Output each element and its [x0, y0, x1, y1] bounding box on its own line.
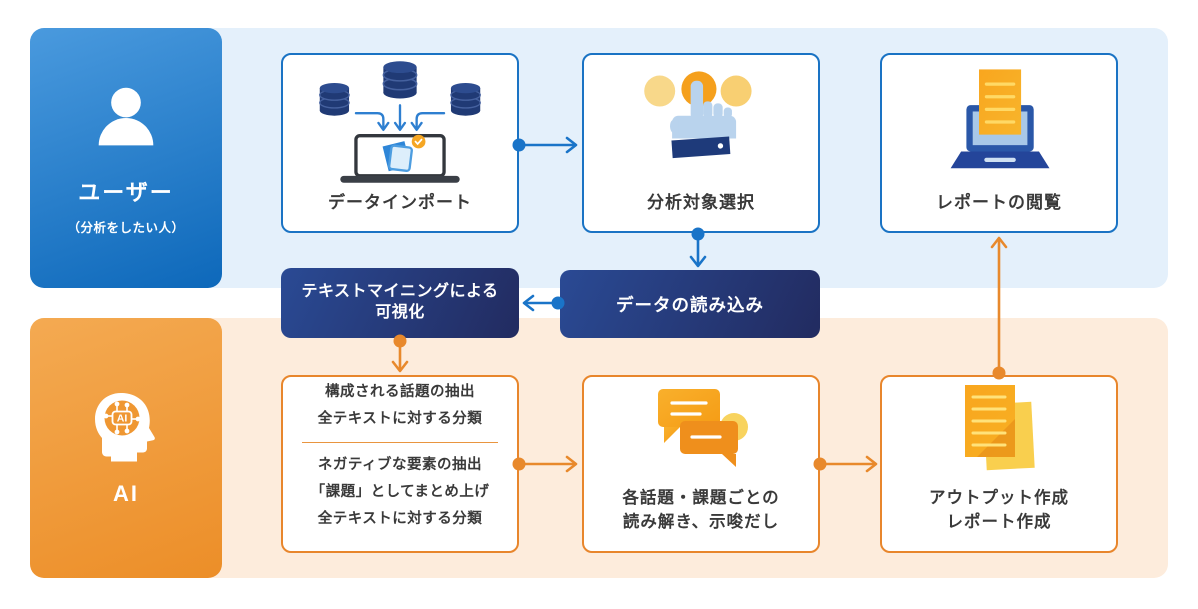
classification-line: 全テキストに対する分類: [317, 411, 483, 428]
insight-line2: 読み解き、示唆だし: [622, 513, 780, 532]
speech-bubbles-icon: [584, 377, 818, 486]
import-flow-arrows: [354, 104, 446, 132]
output-line1: アウトプット作成: [929, 488, 1069, 507]
back-bubble: [658, 389, 720, 444]
hand: [670, 80, 737, 139]
step-label-output: アウトプット作成 レポート作成: [929, 486, 1069, 536]
step-view-report: レポートの閲覧: [880, 53, 1118, 233]
step-classification: 構成される話題の抽出 全テキストに対する分類 ネガティブな要素の抽出 「課題」と…: [281, 375, 519, 553]
process-text-mining-line1: テキストマイニングによる: [301, 283, 499, 301]
step-insight: 各話題・課題ごとの 読み解き、示唆だし: [582, 375, 820, 553]
cuff: [671, 136, 731, 159]
ai-head-icon: AI: [87, 390, 165, 467]
step-label-view-report: レポートの閲覧: [936, 192, 1062, 212]
step-output: アウトプット作成 レポート作成: [880, 375, 1118, 553]
output-line2: レポート作成: [946, 513, 1052, 532]
classification-line: 「課題」としてまとめ上げ: [310, 483, 490, 500]
step-label-select-target: 分析対象選択: [647, 192, 755, 212]
step-data-import: データインポート: [281, 53, 519, 233]
process-text-mining-line2: 可視化: [375, 304, 425, 321]
front-bubble: [680, 421, 738, 468]
database-cylinders: [319, 61, 481, 116]
step-label-insight: 各話題・課題ごとの 読み解き、示唆だし: [622, 486, 779, 536]
files-on-screen: [382, 134, 426, 173]
documents-icon: [882, 377, 1116, 486]
user-lane-title: ユーザー: [78, 180, 174, 205]
person-icon: [88, 80, 164, 161]
classification-line: 全テキストに対する分類: [317, 510, 483, 527]
step-label-data-import: データインポート: [328, 192, 472, 212]
insight-line1: 各話題・課題ごとの: [622, 488, 780, 507]
step-select-target: 分析対象選択: [582, 53, 820, 233]
ai-lane-title: AI: [113, 480, 139, 506]
classification-divider: [302, 442, 498, 444]
svg-text:AI: AI: [117, 412, 128, 424]
view-report-icon: [882, 55, 1116, 190]
process-data-load-label: データの読み込み: [616, 294, 764, 315]
process-data-load: データの読み込み: [560, 270, 820, 338]
classification-line: ネガティブな要素の抽出: [317, 457, 483, 474]
process-text-mining: テキストマイニングによる 可視化: [281, 268, 519, 338]
classification-line: 構成される話題の抽出: [325, 384, 475, 401]
user-lane-subtitle: （分析をしたい人）: [67, 221, 185, 235]
user-lane-card: ユーザー （分析をしたい人）: [30, 28, 222, 288]
ai-lane-card: AI AI: [30, 318, 222, 578]
data-import-icon: [283, 55, 517, 190]
select-target-icon: [584, 55, 818, 190]
arrow-data-load-to-text-mining: [522, 294, 565, 312]
